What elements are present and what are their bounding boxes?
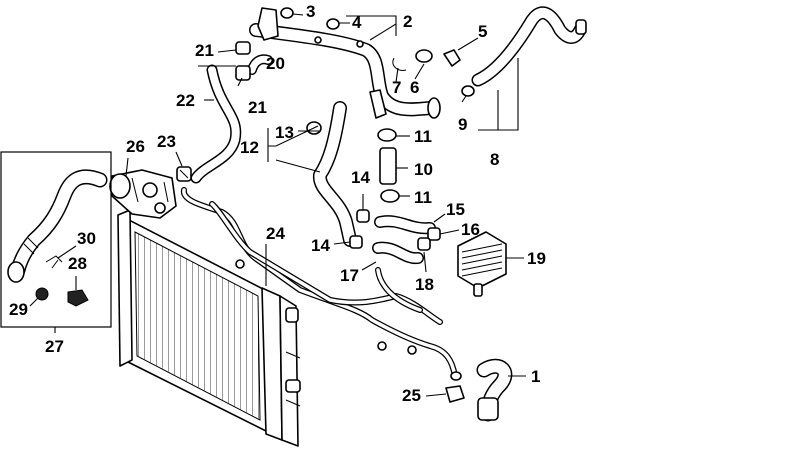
part-17-hose [372,241,424,265]
callout-19: 19 [527,249,546,268]
part-15-hose [374,215,436,235]
callout-11-upper: 11 [414,127,432,146]
part-27-box [0,151,112,328]
callout-14-upper: 14 [351,168,370,187]
part-28-connector [67,289,89,307]
part-19-oil-cooler [457,231,507,297]
part-24-coolant-pipes [180,187,462,381]
part-20-bypass-hose [247,54,273,75]
callout-2: 2 [403,12,413,31]
part-3-o-ring [280,7,294,19]
part-4-o-ring [326,18,340,30]
part-5-sensor [443,49,461,67]
part-10-connector-pipe [379,147,397,185]
part-23-clamp [176,166,192,182]
part-27-intake-hose [7,169,108,283]
part-8-heater-hose [471,6,587,87]
callout-20: 20 [266,54,285,73]
callout-10: 10 [414,160,433,179]
part-11-clamp-upper [377,128,397,142]
callout-13: 13 [275,123,294,142]
part-14-clamp-upper [356,209,370,223]
part-7-seal [392,57,407,71]
part-21-clamp-lower [235,65,251,81]
callout-7: 7 [392,78,402,97]
callout-15: 15 [446,200,465,219]
callout-8: 8 [490,150,500,169]
part-1-lower-hose [476,358,513,422]
callout-28: 28 [68,254,87,273]
callout-24: 24 [266,224,285,243]
part-30-clip [45,255,63,269]
callout-9: 9 [458,115,468,134]
part-18-clamp [417,237,431,251]
callout-23: 23 [157,132,176,151]
callout-17: 17 [340,266,359,285]
part-26-thermostat-housing [109,169,177,219]
callout-1: 1 [531,367,541,386]
part-29-cap [35,287,49,301]
callout-22: 22 [176,91,195,110]
callout-3: 3 [306,2,316,21]
part-2-water-pipe [249,7,441,119]
callout-25: 25 [402,386,421,405]
part-6-clamp [415,49,433,63]
callout-6: 6 [410,78,420,97]
callout-16: 16 [461,220,480,239]
part-14-clamp-lower [349,235,363,249]
part-25-clamp [445,385,465,403]
callout-18: 18 [415,275,434,294]
callout-29: 29 [9,300,28,319]
callout-21-lower: 21 [248,98,267,117]
callout-27: 27 [45,337,64,356]
part-12-hose [313,101,357,247]
leader-lines [29,13,526,397]
callout-30: 30 [77,229,96,248]
callout-21-upper: 21 [195,41,214,60]
part-9-o-ring [461,85,475,97]
callout-12: 12 [240,138,259,157]
callout-4: 4 [352,13,362,32]
part-11-clamp-lower [380,189,400,203]
part-22-radiator-hose [190,64,242,184]
radiator [117,209,301,447]
callout-14-lower: 14 [311,236,330,255]
part-21-clamp-upper [235,41,251,55]
callout-5: 5 [478,22,488,41]
callout-26: 26 [126,137,145,156]
callout-11-lower: 11 [414,188,432,207]
